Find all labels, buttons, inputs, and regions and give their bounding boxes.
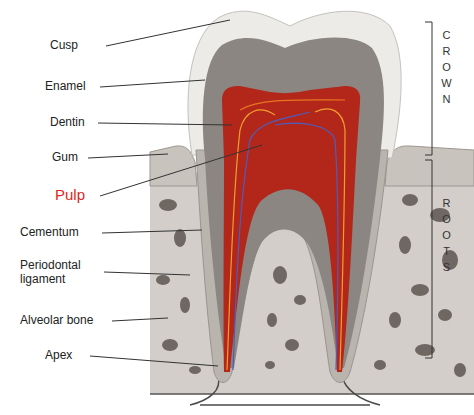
pulp [222, 86, 360, 372]
leader-lines [88, 20, 262, 366]
part-label: Cementum [20, 225, 79, 239]
bone-base [150, 393, 474, 395]
leader-line [104, 272, 190, 275]
tooth [188, 11, 401, 382]
leader-line [98, 123, 232, 125]
part-label: Enamel [45, 79, 86, 93]
part-label: Gum [52, 150, 78, 164]
leader-line [90, 356, 218, 366]
crown-bracket [425, 22, 432, 155]
leader-line [88, 154, 168, 158]
part-label: Dentin [50, 115, 85, 129]
part-label: Alveolar bone [20, 313, 93, 327]
region-label: CROWN [441, 28, 452, 108]
leader-line [112, 318, 168, 321]
part-label: Cusp [50, 38, 78, 52]
roots-bracket [425, 160, 432, 358]
leader-line [100, 145, 262, 196]
leader-line [100, 80, 205, 87]
highlight-label: Pulp [55, 186, 85, 204]
pulp-vessels [227, 100, 345, 370]
part-label: Apex [45, 348, 72, 362]
gum-right [385, 146, 474, 186]
brackets [425, 22, 432, 358]
region-label: ROOTS [441, 196, 452, 276]
leader-line [102, 230, 202, 233]
part-label: Periodontal ligament [20, 258, 96, 287]
leader-line [106, 20, 230, 46]
gum-left [150, 146, 197, 186]
